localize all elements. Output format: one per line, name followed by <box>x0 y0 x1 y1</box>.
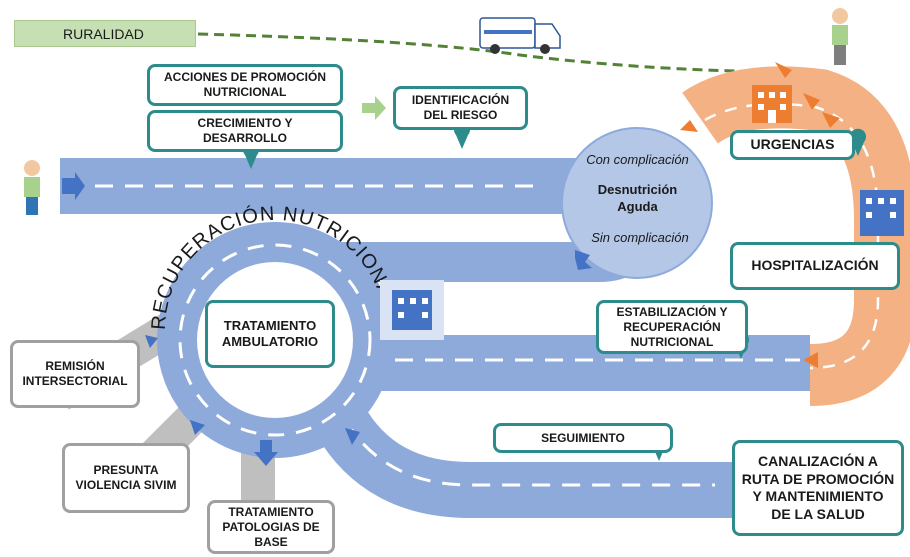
tratamiento-ambulatorio-text: TRATAMIENTO AMBULATORIO <box>221 317 319 349</box>
hospital-icon <box>380 280 444 340</box>
remision-box: REMISIÓN INTERSECTORIAL <box>10 340 140 408</box>
identificacion-text: IDENTIFICACIÓN DEL RIESGO <box>411 93 510 122</box>
hospital-icon <box>752 85 792 123</box>
arrow-icon <box>362 96 386 120</box>
acciones-box: ACCIONES DE PROMOCIÓN NUTRICIONAL <box>147 64 343 106</box>
hospitalizacion-text: HOSPITALIZACIÓN <box>751 257 879 274</box>
acciones-text: ACCIONES DE PROMOCIÓN NUTRICIONAL <box>163 70 326 99</box>
arrow-icon <box>62 172 592 466</box>
hospital-icon <box>860 190 904 236</box>
person-icon <box>832 8 848 65</box>
ruralidad-label: RURALIDAD <box>14 20 196 47</box>
presunta-box: PRESUNTA VIOLENCIA SIVIM <box>62 443 190 513</box>
canalizacion-text: CANALIZACIÓN A RUTA DE PROMOCIÓN Y MANTE… <box>741 453 895 522</box>
arrow-icon <box>680 62 840 368</box>
crecimiento-text: CRECIMIENTO Y DESARROLLO <box>197 116 293 145</box>
bottom-road-dashes <box>343 419 715 487</box>
orange-road-dashes <box>704 102 880 370</box>
ruralidad-text: RURALIDAD <box>63 25 144 42</box>
seguimiento-box: SEGUIMIENTO <box>493 423 673 453</box>
estabilizacion-box: ESTABILIZACIÓN Y RECUPERACIÓN NUTRICIONA… <box>596 300 748 354</box>
tratamiento-ambulatorio-box: TRATAMIENTO AMBULATORIO <box>205 300 335 368</box>
remision-text: REMISIÓN INTERSECTORIAL <box>22 359 128 388</box>
person-icon <box>24 160 40 215</box>
estabilizacion-text: ESTABILIZACIÓN Y RECUPERACIÓN NUTRICIONA… <box>616 304 728 349</box>
patologias-text: TRATAMIENTO PATOLOGIAS DE BASE <box>222 504 320 549</box>
urgencias-box: URGENCIAS <box>730 130 855 160</box>
con-complicacion-label: Con complicación <box>586 152 689 167</box>
sin-complicacion-label: Sin complicación <box>591 230 689 245</box>
seguimiento-text: SEGUIMIENTO <box>541 430 625 445</box>
hospitalizacion-box: HOSPITALIZACIÓN <box>730 242 900 290</box>
urgencias-text: URGENCIAS <box>750 136 835 153</box>
roundabout-dashes <box>178 243 372 437</box>
presunta-text: PRESUNTA VIOLENCIA SIVIM <box>75 463 177 492</box>
identificacion-box: IDENTIFICACIÓN DEL RIESGO <box>393 86 528 130</box>
desnutricion-circle <box>561 127 713 279</box>
patologias-box: TRATAMIENTO PATOLOGIAS DE BASE <box>207 500 335 554</box>
crecimiento-box: CRECIMIENTO Y DESARROLLO <box>147 110 343 152</box>
canalizacion-box: CANALIZACIÓN A RUTA DE PROMOCIÓN Y MANTE… <box>732 440 904 536</box>
desnutricion-title: Desnutrición <box>597 182 678 197</box>
aguda-title: Aguda <box>617 199 658 214</box>
ambulance-icon <box>479 17 561 54</box>
rural-dashed-line <box>197 32 781 74</box>
